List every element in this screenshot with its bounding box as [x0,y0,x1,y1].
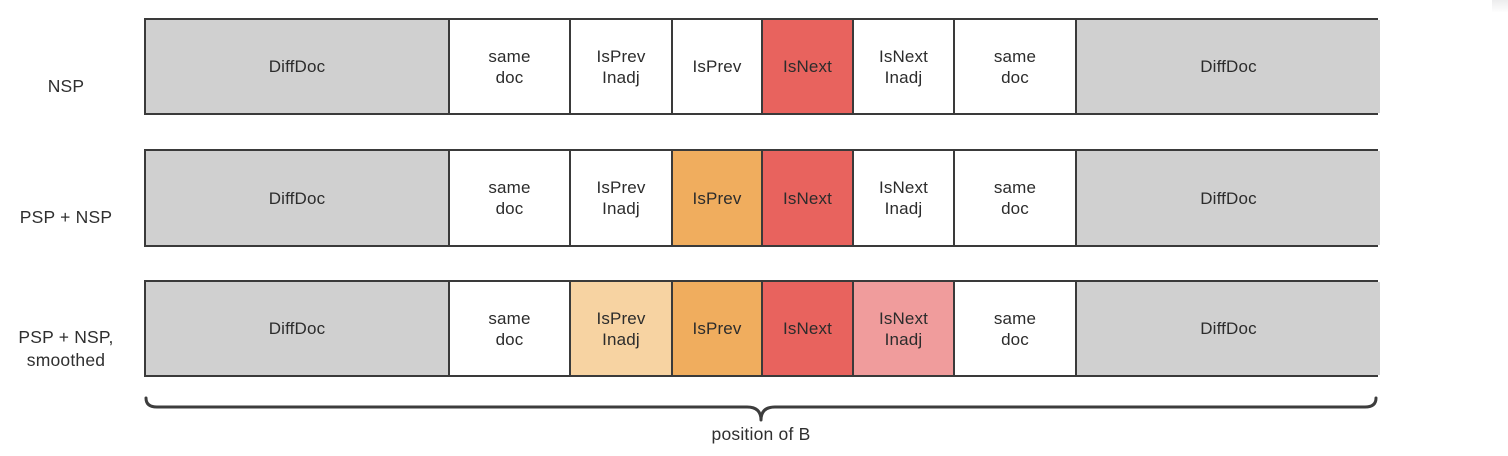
segment-cell: DiffDoc [1077,20,1380,113]
segment-cell: same doc [955,151,1077,245]
segment-cell: IsPrev Inadj [571,151,673,245]
segment-cell: same doc [450,20,571,113]
segment-cell: same doc [955,20,1077,113]
brace-caption: position of B [711,424,811,444]
segment-cell: IsNext [763,20,854,113]
segment-cell: IsPrev [673,282,763,375]
segment-cell: IsPrev Inadj [571,20,673,113]
segment-cell: IsNext Inadj [854,282,955,375]
segment-cell: IsPrev [673,151,763,245]
segment-cell: DiffDoc [146,20,450,113]
segment-cell: IsNext Inadj [854,20,955,113]
segment-cell: DiffDoc [146,282,450,375]
segment-cell: same doc [450,282,571,375]
segment-cell: IsNext [763,151,854,245]
row-label-psp-nsp: PSP + NSP [19,207,113,227]
segment-cell: DiffDoc [1077,151,1380,245]
scan-artifact [1492,0,1508,12]
segment-cell: same doc [955,282,1077,375]
segment-cell: DiffDoc [146,151,450,245]
row-label-psp-nsp-smoothed: PSP + NSP, smoothed [18,327,114,370]
row-label-nsp: NSP [47,76,85,96]
position-brace [144,396,1378,422]
brace-icon [144,396,1378,422]
segment-cell: DiffDoc [1077,282,1380,375]
segment-cell: IsNext Inadj [854,151,955,245]
segment-cell: same doc [450,151,571,245]
segment-cell: IsPrev Inadj [571,282,673,375]
segment-cell: IsPrev [673,20,763,113]
segment-cell: IsNext [763,282,854,375]
